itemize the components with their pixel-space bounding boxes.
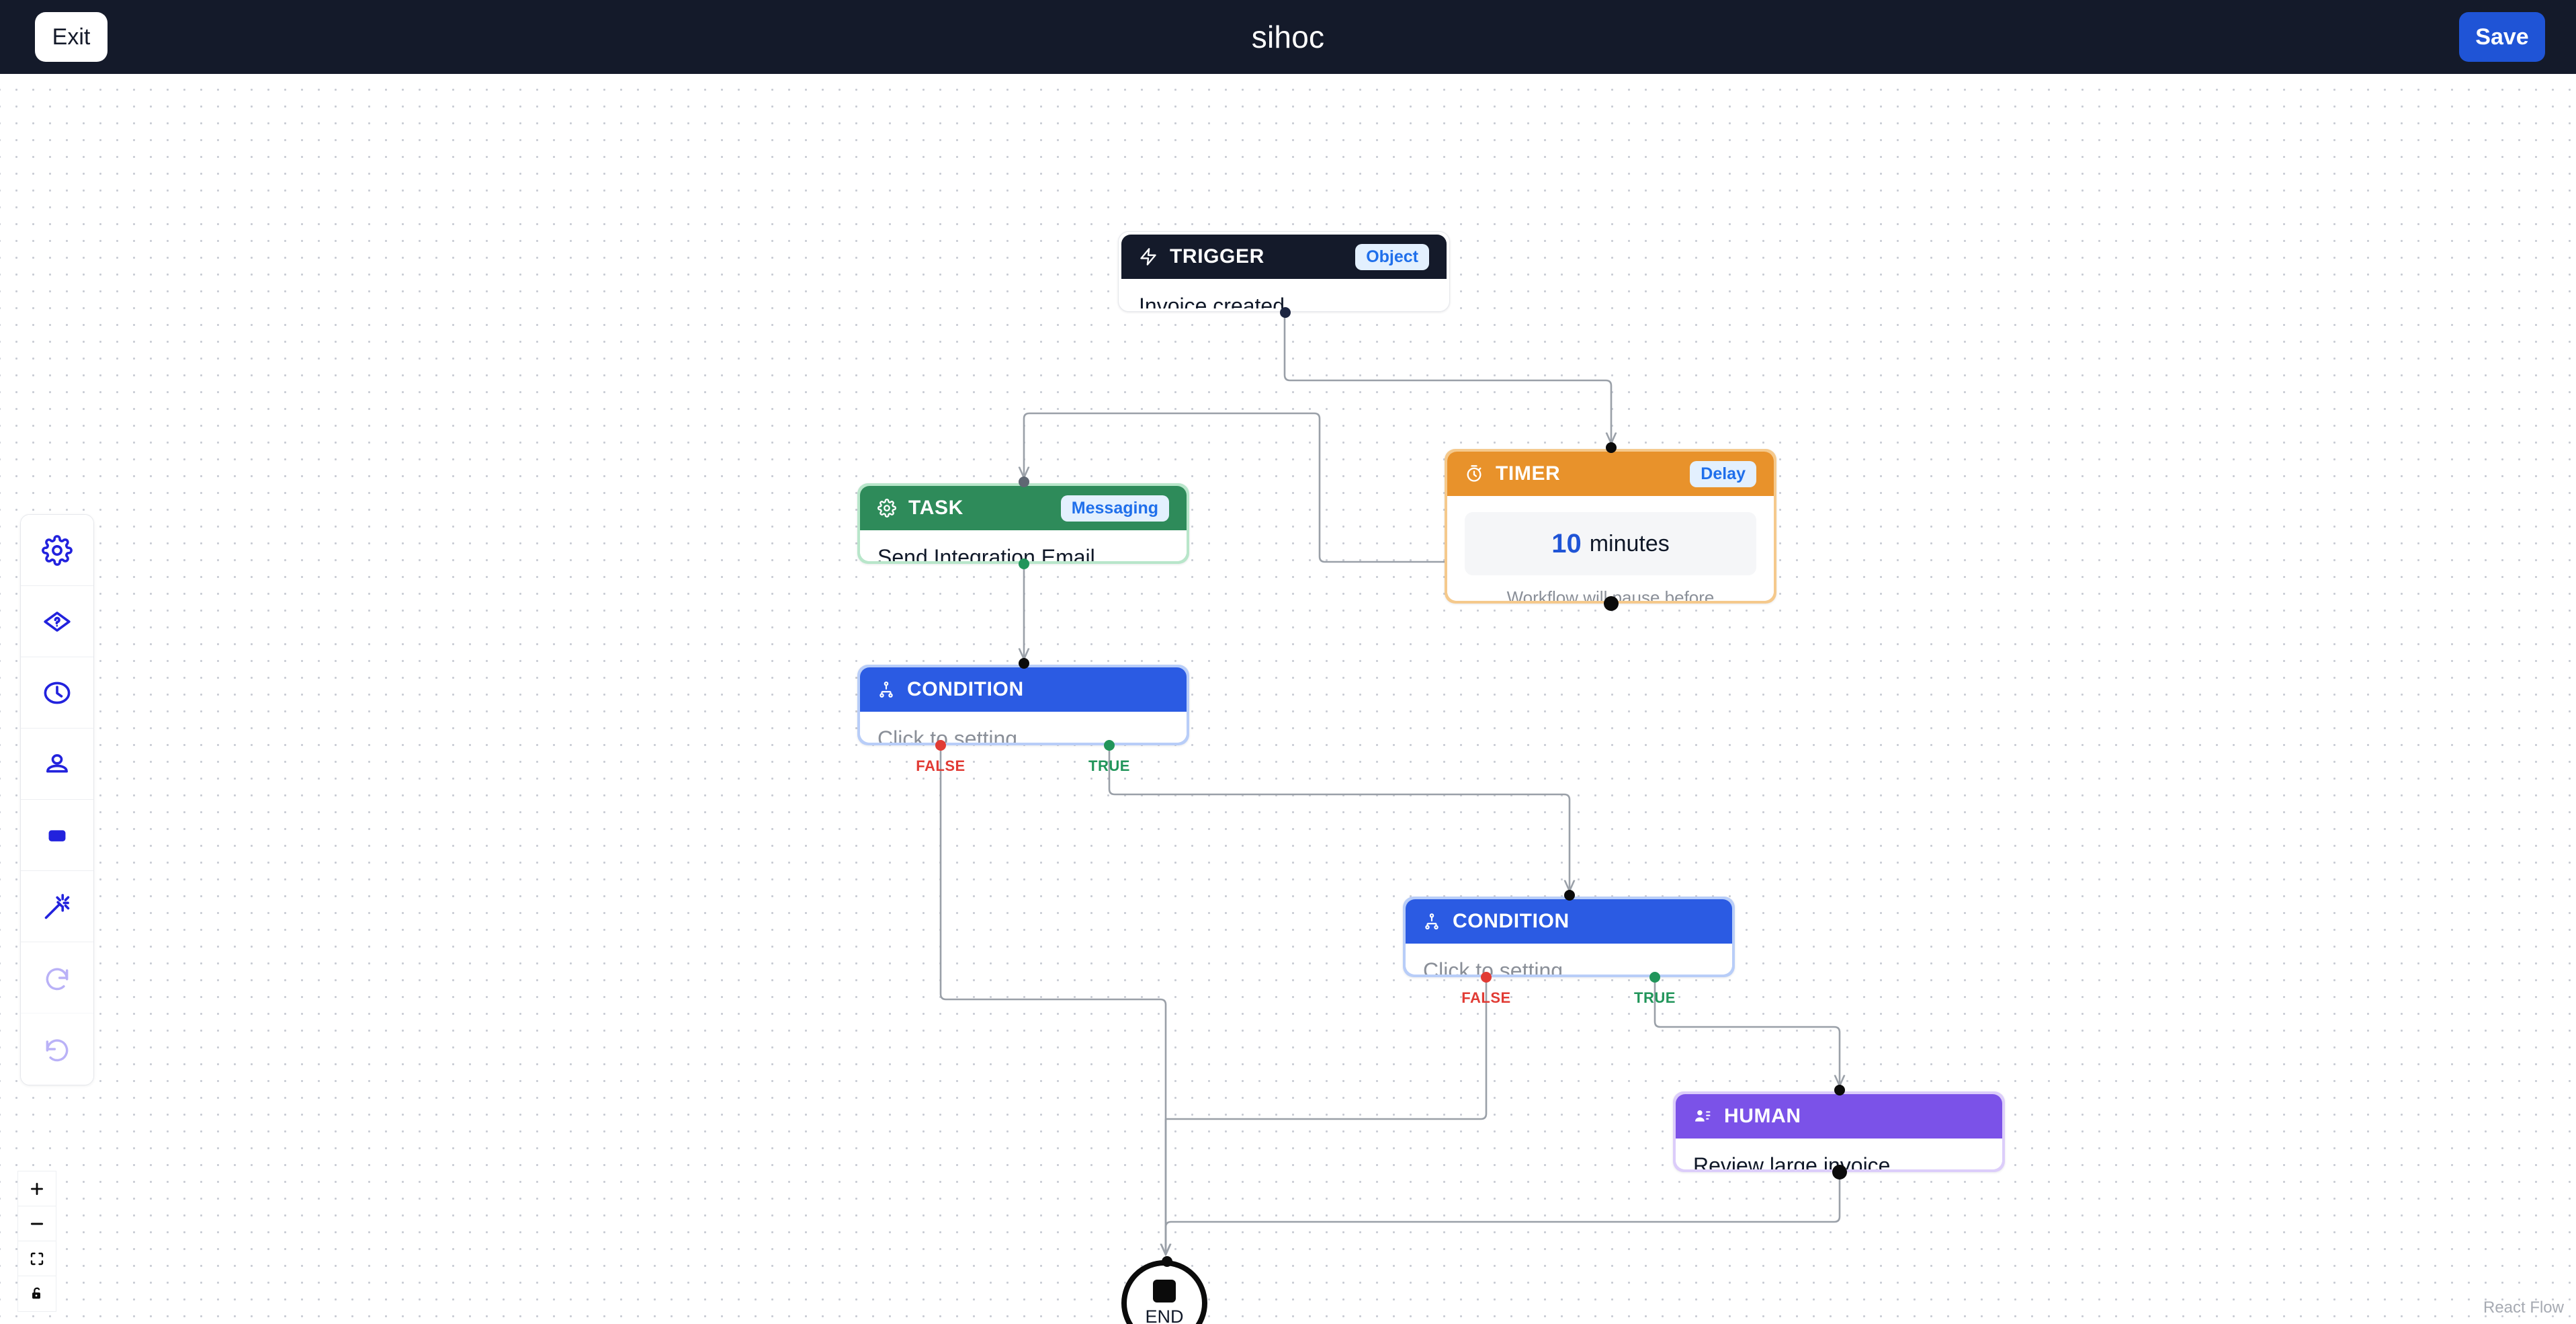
zoom-out-button[interactable] — [18, 1206, 56, 1241]
redo-icon — [42, 1034, 72, 1064]
condition-2-false-label: FALSE — [1461, 989, 1511, 1006]
node-human-header: HUMAN — [1676, 1094, 2002, 1139]
timer-tool-button[interactable] — [21, 657, 93, 729]
handle-trigger-source[interactable] — [1280, 307, 1291, 318]
edge-trigger-to-timer — [1283, 238, 1611, 442]
page-title: sihoc — [1251, 19, 1325, 54]
save-button[interactable]: Save — [2459, 12, 2545, 62]
handle-timer-source[interactable] — [1604, 596, 1619, 611]
undo-tool-button[interactable] — [21, 942, 93, 1013]
node-human-title: HUMAN — [1724, 1105, 1801, 1127]
stop-square-icon — [42, 820, 73, 851]
node-human-body[interactable]: Review large invoice — [1676, 1139, 2002, 1169]
node-trigger-body[interactable]: Invoice created — [1121, 279, 1447, 308]
magic-wand-icon — [42, 891, 73, 922]
fit-view-button[interactable] — [18, 1241, 56, 1276]
node-timer-header: TIMER Delay — [1447, 452, 1774, 496]
handle-task-source[interactable] — [1019, 558, 1029, 569]
node-tool-panel[interactable] — [20, 514, 94, 1085]
handle-condition-1-true[interactable] — [1104, 740, 1115, 751]
top-bar: Exit sihoc Save — [0, 0, 2576, 74]
autolayout-tool-button[interactable] — [21, 871, 93, 942]
edge-condition1-false-to-end — [939, 689, 1166, 1253]
handle-condition-1-target[interactable] — [1019, 658, 1029, 669]
handle-condition-2-true[interactable] — [1649, 972, 1660, 983]
end-tool-button[interactable] — [21, 800, 93, 871]
stopwatch-icon — [1465, 464, 1484, 483]
node-condition-2-header: CONDITION — [1406, 899, 1732, 944]
node-end-label: END — [1145, 1306, 1184, 1324]
lock-button[interactable] — [18, 1276, 56, 1311]
node-condition-1-header: CONDITION — [860, 667, 1187, 712]
zoom-controls[interactable] — [17, 1171, 56, 1312]
condition-2-true-label: TRUE — [1634, 989, 1676, 1006]
node-timer-badge: Delay — [1690, 460, 1756, 487]
lightning-icon — [1139, 247, 1158, 266]
person-list-icon — [1693, 1107, 1712, 1126]
branch-icon — [1423, 913, 1441, 930]
condition-1-false-label: FALSE — [916, 757, 965, 774]
timer-unit: minutes — [1589, 530, 1670, 556]
node-condition-2-title: CONDITION — [1453, 910, 1570, 932]
node-trigger-header: TRIGGER Object — [1121, 235, 1447, 279]
node-task-badge: Messaging — [1060, 495, 1169, 522]
task-tool-button[interactable] — [21, 515, 93, 586]
node-task-header: TASK Messaging — [860, 486, 1187, 530]
branch-icon — [877, 681, 895, 698]
edge-condition1-true-to-condition2 — [1108, 689, 1570, 890]
condition-1-true-label: TRUE — [1088, 757, 1130, 774]
handle-condition-2-false[interactable] — [1481, 972, 1492, 983]
gear-icon — [42, 534, 73, 566]
help-diamond-icon — [42, 606, 73, 637]
timer-value: 10 — [1551, 528, 1582, 558]
node-condition-2-body[interactable]: Click to setting — [1406, 944, 1732, 975]
zoom-in-button[interactable] — [18, 1171, 56, 1206]
edge-condition2-true-to-human — [1654, 921, 1840, 1085]
handle-human-source[interactable] — [1832, 1165, 1847, 1180]
node-condition-2[interactable]: CONDITION Click to setting FALSE TRUE — [1403, 890, 1735, 1006]
node-trigger[interactable]: TRIGGER Object Invoice created — [1118, 231, 1450, 318]
handle-condition-1-false[interactable] — [935, 740, 946, 751]
timer-note: Workflow will pause before continuing — [1506, 587, 1715, 601]
node-trigger-title: TRIGGER — [1170, 245, 1264, 267]
clock-icon — [42, 677, 73, 708]
timer-duration-display[interactable]: 10 minutes — [1465, 512, 1756, 575]
node-condition-1-body[interactable]: Click to setting — [860, 712, 1187, 743]
handle-human-target[interactable] — [1834, 1085, 1845, 1095]
fit-view-icon — [29, 1251, 45, 1267]
edge-condition2-false-to-end — [1166, 921, 1488, 1253]
node-timer[interactable]: TIMER Delay 10 minutes Workflow will pau… — [1445, 442, 1776, 611]
person-icon — [42, 749, 73, 780]
condition-tool-button[interactable] — [21, 586, 93, 657]
node-condition-1-title: CONDITION — [907, 678, 1024, 700]
minus-icon — [28, 1215, 46, 1233]
exit-button[interactable]: Exit — [35, 12, 108, 62]
handle-condition-2-target[interactable] — [1564, 890, 1575, 901]
node-task[interactable]: TASK Messaging Send Integration Email — [857, 477, 1189, 569]
human-tool-button[interactable] — [21, 729, 93, 800]
handle-timer-target[interactable] — [1606, 442, 1617, 453]
undo-icon — [42, 963, 72, 993]
unlock-icon — [30, 1286, 44, 1301]
plus-icon — [28, 1180, 46, 1198]
edge-human-to-end — [1166, 1116, 1841, 1253]
handle-end-target[interactable] — [1162, 1256, 1172, 1267]
node-condition-1[interactable]: CONDITION Click to setting FALSE TRUE — [857, 658, 1189, 774]
node-timer-title: TIMER — [1496, 462, 1561, 485]
node-task-body[interactable]: Send Integration Email — [860, 530, 1187, 561]
node-trigger-badge: Object — [1355, 243, 1429, 270]
react-flow-attribution[interactable]: React Flow — [2483, 1298, 2564, 1317]
node-human[interactable]: HUMAN Review large invoice — [1673, 1085, 2005, 1180]
redo-tool-button[interactable] — [21, 1013, 93, 1085]
node-end[interactable]: END — [1121, 1256, 1207, 1324]
node-task-title: TASK — [908, 497, 963, 519]
stop-square-icon — [1153, 1279, 1176, 1302]
handle-task-target[interactable] — [1019, 477, 1029, 487]
workflow-canvas[interactable]: TRIGGER Object Invoice created TIMER Del… — [0, 74, 2576, 1324]
gear-icon — [877, 499, 896, 518]
